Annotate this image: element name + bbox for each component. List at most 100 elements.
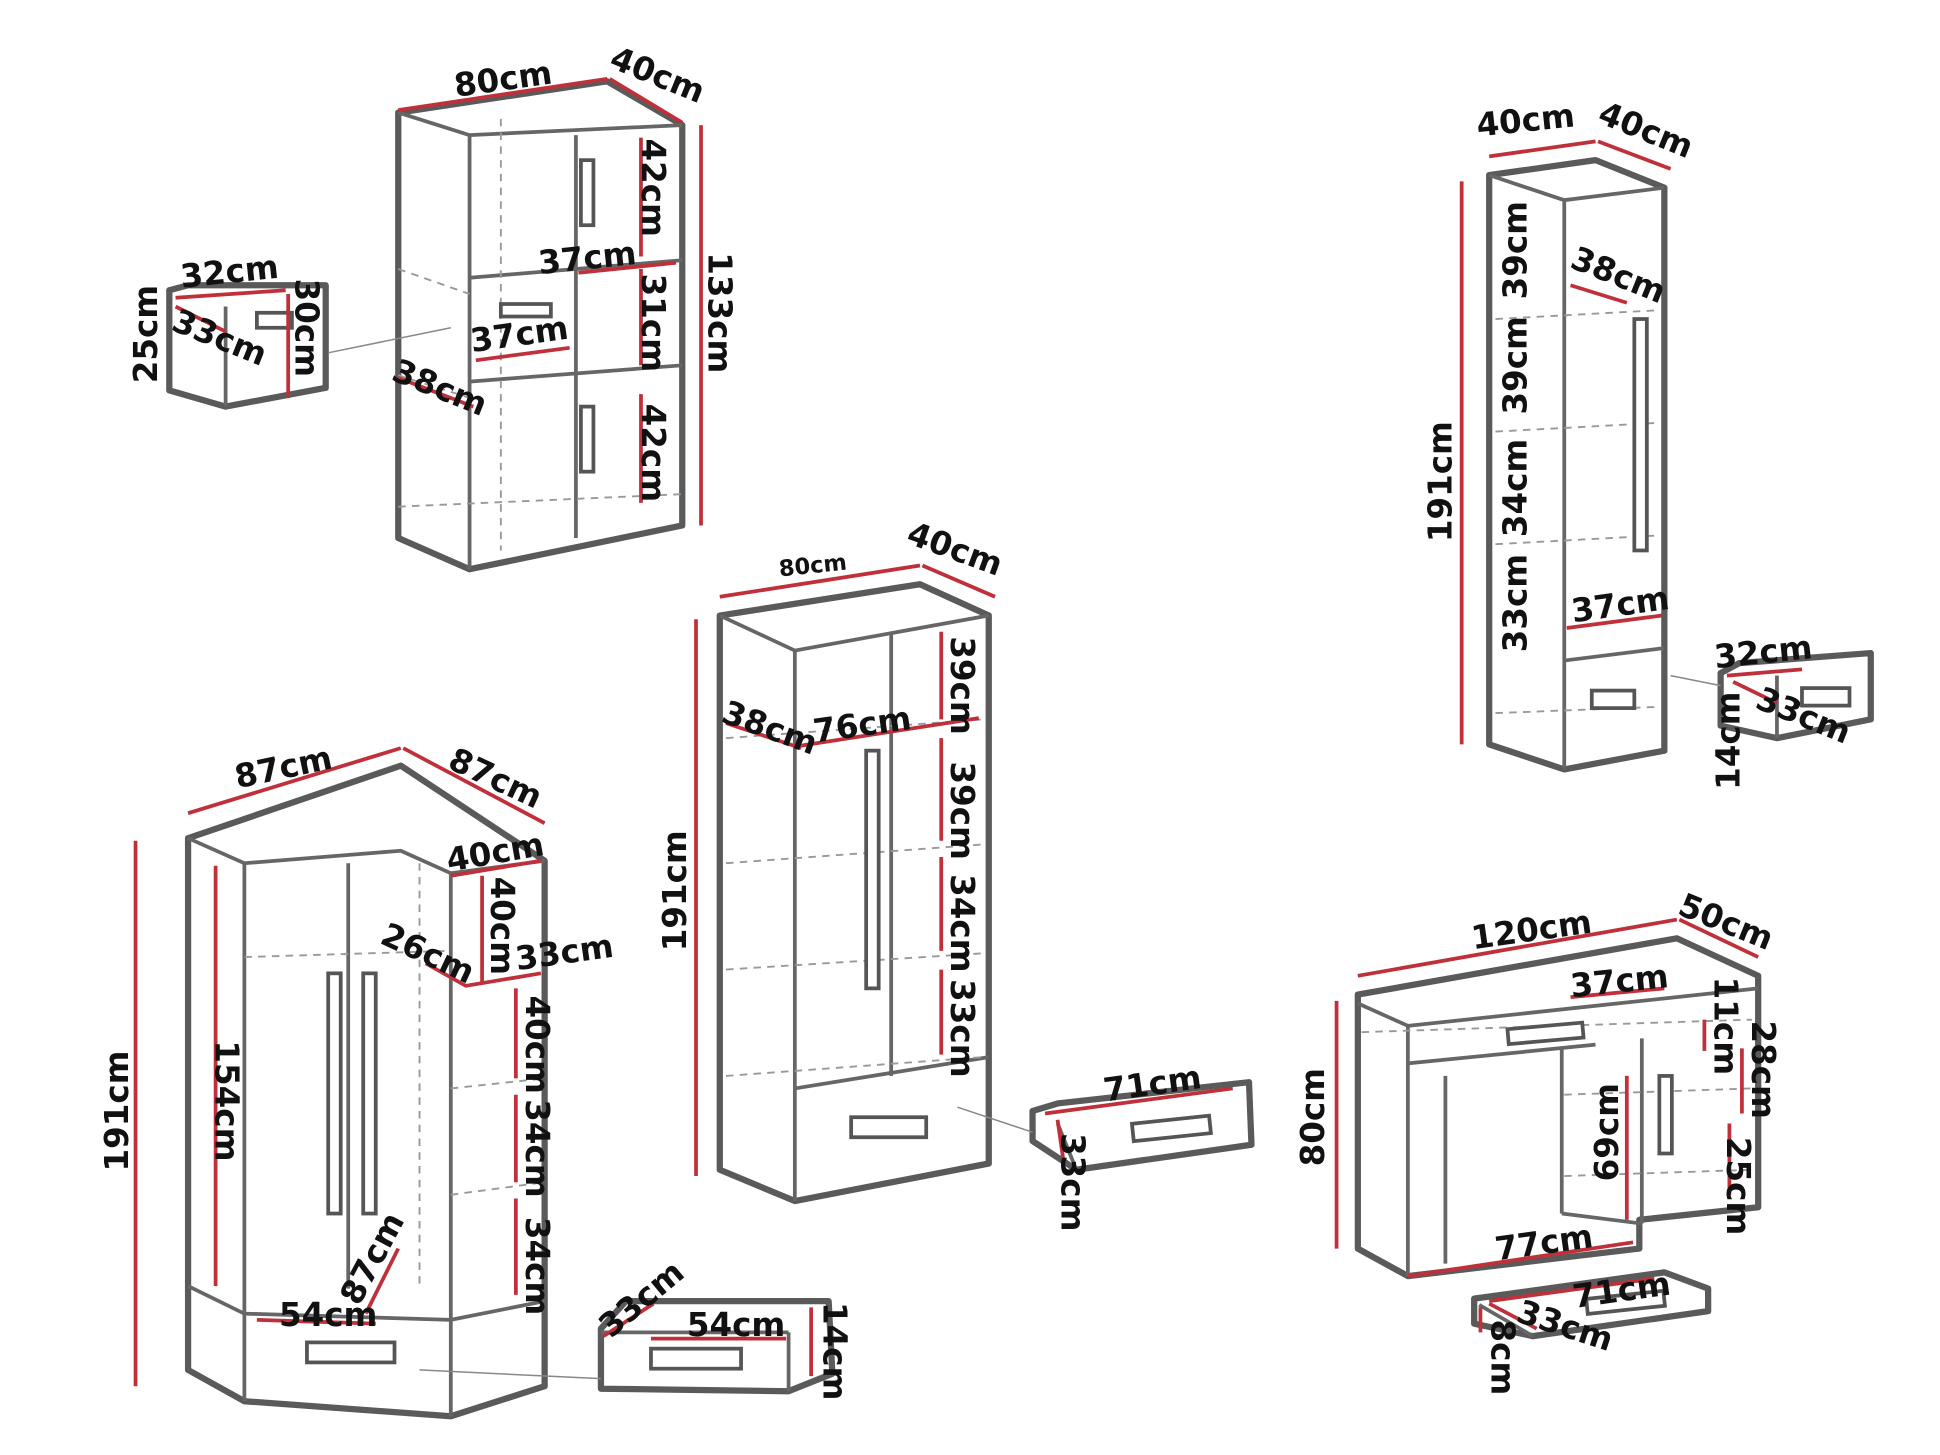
dim-line (1407, 1240, 1634, 1278)
wardrobe: 80cm 40cm 191cm 38cm 76cm 39cm 39cm 34cm… (656, 514, 1008, 1205)
bookcase-hidden-line (398, 493, 683, 508)
desk-lower-compartment-label: 25cm (1719, 1137, 1757, 1235)
desk-door-handle-icon (1657, 1074, 1674, 1156)
dim-line (475, 345, 570, 363)
drawer-handle-icon (1129, 1113, 1213, 1144)
drawer-handle-icon (1800, 686, 1852, 708)
drawer-outer-height-label: 25cm (127, 285, 165, 383)
bookcase-height-label: 133cm (701, 252, 739, 373)
connector-line (957, 1106, 1033, 1133)
corner-wardrobe-inner-height-label: 154cm (208, 1040, 246, 1161)
dim-line (1726, 667, 1803, 678)
tall-cabinet-handle-icon (1632, 317, 1649, 553)
corner-wardrobe-handle-icon (361, 971, 378, 1216)
wardrobe-shelf (725, 952, 983, 971)
tall-cabinet-depth-label: 40cm (1593, 94, 1698, 166)
dim-line (608, 77, 684, 125)
dim-line (1566, 613, 1663, 630)
desk-leg-space-height-label: 69cm (1588, 1083, 1626, 1181)
desk-hidden-line (1564, 1168, 1752, 1177)
corner-wardrobe-height-label: 191cm (98, 1050, 136, 1171)
desk-drawer-handle-icon (1505, 1020, 1586, 1047)
tall-cabinet-comp1-label: 39cm (1497, 201, 1535, 299)
dim-line (1597, 139, 1672, 171)
corner-wardrobe-drawer-handle-icon (305, 1340, 397, 1365)
dim-line (256, 1318, 376, 1326)
tall-cabinet-comp2-label: 39cm (1497, 316, 1535, 414)
bookcase-shelf (469, 363, 683, 384)
desk: 120cm 50cm 80cm 37cm 11cm 28cm 69cm 25cm… (1294, 886, 1782, 1280)
dim-line (719, 563, 921, 599)
wardrobe-shelf (725, 718, 983, 740)
bookcase-middle-compartment-label: 31cm (634, 274, 672, 372)
dim-line (1488, 1276, 1655, 1303)
desk-drawer-line (1407, 1042, 1596, 1066)
connector-line (1670, 674, 1721, 687)
drawer-height-label: 14cm (816, 1302, 854, 1400)
drawer-front-edge (1478, 1303, 1534, 1338)
corner-wardrobe-shelf (450, 1077, 545, 1090)
drawer-handle-icon (255, 310, 294, 330)
corner-wardrobe-comp2-label: 34cm (518, 1099, 556, 1197)
drawer-width-label: 54cm (687, 1306, 785, 1344)
desk-top-gap-label: 11cm (1706, 977, 1744, 1075)
dim-line (921, 563, 996, 599)
corner-wardrobe-width-left-label: 87cm (231, 739, 335, 797)
corner-wardrobe: 87cm 87cm 40cm 40cm 26cm 33cm 154cm 191c… (98, 739, 616, 1420)
dim-line (1732, 680, 1778, 705)
wardrobe-comp4-label: 33cm (943, 979, 981, 1077)
desk-upper-compartment-label: 28cm (1744, 1020, 1782, 1118)
dim-line (800, 716, 980, 748)
dim-line (174, 304, 227, 334)
desk-cabinet-bottom (1561, 1211, 1643, 1226)
bookcase-bottom-compartment-label: 42cm (634, 404, 672, 502)
corner-wardrobe-shelf (244, 949, 451, 959)
bookcase-top-compartment-label: 42cm (634, 138, 672, 236)
desk-height-label: 80cm (1294, 1068, 1332, 1166)
dim-line (450, 858, 542, 878)
dim-line (424, 961, 542, 988)
drawer-depth-label: 33cm (1053, 1133, 1091, 1231)
bookcase: 80cm 40cm 133cm 42cm 37cm 31cm 37cm 38cm… (387, 39, 739, 573)
corner-wardrobe-comp3-label: 34cm (518, 1217, 556, 1315)
dim-line (397, 376, 474, 409)
bookcase-shelf (469, 258, 683, 280)
bookcase-handle-icon (579, 404, 596, 474)
desk-hidden-line (1564, 1087, 1752, 1096)
wardrobe-depth-label: 40cm (902, 514, 1007, 583)
dim-line (1569, 283, 1628, 305)
wardrobe-handle-icon (864, 748, 881, 991)
bookcase-top-edge (397, 110, 683, 138)
dim-line (1357, 917, 1678, 978)
dim-line (175, 288, 286, 300)
dim-line (602, 1302, 655, 1338)
corner-wardrobe-drawer-front-label: 54cm (279, 1296, 377, 1334)
wardrobe-drawer-handle-icon (849, 1115, 929, 1140)
dim-line (1488, 139, 1596, 159)
corner-wardrobe-shelf (450, 1181, 545, 1196)
drawer-height-label: 8cm (1484, 1320, 1522, 1396)
desk-width-label: 120cm (1469, 903, 1594, 957)
dim-line (1488, 1301, 1538, 1331)
tall-cabinet-comp3-label: 34cm (1497, 439, 1535, 537)
drawer-handle-icon (649, 1346, 743, 1371)
tall-cabinet-comp4-label: 33cm (1497, 554, 1535, 652)
connector-line (419, 1369, 601, 1380)
wardrobe-drawer-line (794, 1055, 990, 1091)
wardrobe-shelf (725, 1056, 983, 1077)
wardrobe-shelf (725, 843, 983, 865)
bookcase-handle-icon (579, 158, 596, 228)
tall-cabinet: 40cm 40cm 191cm 39cm 38cm 39cm 34cm 33cm… (1422, 94, 1699, 773)
dim-line (1678, 917, 1759, 959)
dim-line (1055, 1119, 1066, 1164)
tall-cabinet-drawer-line (1564, 646, 1665, 663)
corner-wardrobe-comp1-label: 40cm (518, 995, 556, 1093)
tall-cabinet-height-label: 191cm (1422, 421, 1460, 542)
corner-wardrobe-handle-icon (326, 971, 343, 1216)
dim-line (1570, 986, 1665, 999)
drawer-handle-icon (1584, 1288, 1667, 1316)
desk-outline (1354, 935, 1762, 1280)
dim-line (402, 746, 546, 825)
dim-line (187, 746, 402, 815)
wardrobe-height-label: 191cm (656, 830, 694, 951)
